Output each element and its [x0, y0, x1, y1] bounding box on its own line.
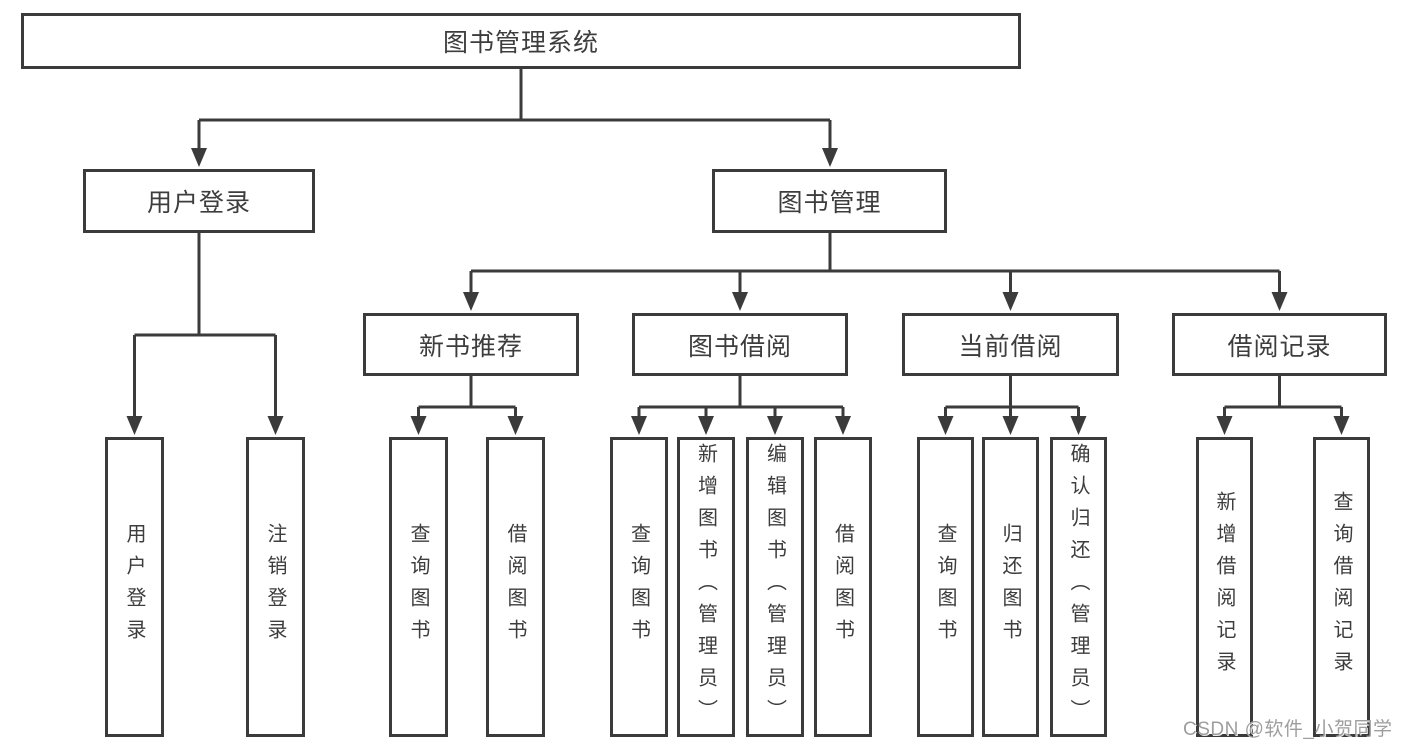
- leaf-user-login: 用户登录: [105, 437, 164, 737]
- arrowhead: [463, 292, 479, 311]
- leaf-add-books-admin: 新增图书（管理员）: [677, 437, 735, 737]
- node-label: 新增图书（管理员）: [694, 443, 717, 731]
- arrowhead: [507, 416, 524, 435]
- arrowhead: [267, 416, 284, 435]
- arrowhead: [1002, 416, 1019, 435]
- node-label: 查询图书: [407, 523, 429, 651]
- node-label: 图书借阅: [687, 332, 792, 361]
- leaf-borrow-books-recommend: 借阅图书: [486, 437, 545, 737]
- node-label: 图书管理系统: [442, 29, 599, 57]
- node-label: 图书管理: [777, 189, 882, 217]
- node-label: 新增借阅记录: [1213, 491, 1235, 683]
- arrowhead: [126, 416, 143, 435]
- node-label: 新书推荐: [418, 332, 523, 361]
- node-label: 归还图书: [999, 523, 1021, 651]
- csdn-watermark: CSDN @软件_小贺同学: [1183, 719, 1393, 740]
- leaf-query-books-current: 查询图书: [917, 437, 974, 737]
- connector-elbow-current-borrow: [944, 376, 1080, 418]
- node-book-borrow: 图书借阅: [632, 313, 848, 376]
- node-current-borrow: 当前借阅: [902, 313, 1119, 376]
- arrowhead: [1333, 416, 1350, 435]
- connector-elbow-book-borrow: [637, 376, 845, 418]
- node-label: 借阅图书: [831, 523, 854, 651]
- node-user-login: 用户登录: [83, 169, 315, 233]
- leaf-query-borrow-record: 查询借阅记录: [1313, 437, 1370, 737]
- node-label: 借阅记录: [1227, 332, 1332, 361]
- leaf-query-books-recommend: 查询图书: [389, 437, 448, 737]
- arrowhead: [937, 416, 954, 435]
- node-label: 确认归还（管理员）: [1067, 443, 1089, 731]
- node-label: 用户登录: [123, 523, 145, 651]
- node-borrow-records: 借阅记录: [1172, 313, 1387, 376]
- leaf-add-borrow-record: 新增借阅记录: [1196, 437, 1253, 737]
- node-label: 借阅图书: [504, 523, 526, 651]
- leaf-return-books: 归还图书: [982, 437, 1039, 737]
- node-new-book-recommend: 新书推荐: [363, 313, 579, 376]
- leaf-borrow-books: 借阅图书: [814, 437, 872, 737]
- node-label: 查询图书: [934, 523, 956, 651]
- connector-elbow-root: [197, 69, 832, 149]
- connector-elbow-user-login: [133, 233, 277, 418]
- connector-elbow-new-book: [417, 376, 517, 418]
- arrowhead: [191, 148, 207, 167]
- leaf-edit-books-admin: 编辑图书（管理员）: [746, 437, 804, 737]
- connector-elbow-borrow-records: [1223, 376, 1343, 418]
- arrowhead: [410, 416, 427, 435]
- arrowhead: [1002, 292, 1019, 311]
- leaf-query-books-borrow: 查询图书: [610, 437, 668, 737]
- arrowhead: [631, 416, 647, 435]
- node-book-management: 图书管理: [712, 169, 947, 233]
- node-label: 查询借阅记录: [1330, 491, 1352, 683]
- arrowhead: [1271, 292, 1288, 311]
- leaf-logout: 注销登录: [246, 437, 305, 737]
- arrowhead: [1070, 416, 1087, 435]
- arrowhead: [698, 416, 714, 435]
- node-root-library-system: 图书管理系统: [21, 13, 1021, 69]
- node-label: 查询图书: [627, 523, 650, 651]
- node-label: 用户登录: [146, 189, 251, 217]
- arrowhead: [822, 148, 838, 167]
- node-label: 编辑图书（管理员）: [763, 443, 786, 731]
- arrowhead: [835, 416, 851, 435]
- leaf-confirm-return-admin: 确认归还（管理员）: [1050, 437, 1107, 737]
- connector-elbow-book-management: [469, 233, 1281, 294]
- arrowhead: [767, 416, 783, 435]
- node-label: 注销登录: [264, 523, 286, 651]
- arrowhead: [732, 292, 748, 311]
- node-label: 当前借阅: [958, 332, 1063, 361]
- arrowhead: [1216, 416, 1233, 435]
